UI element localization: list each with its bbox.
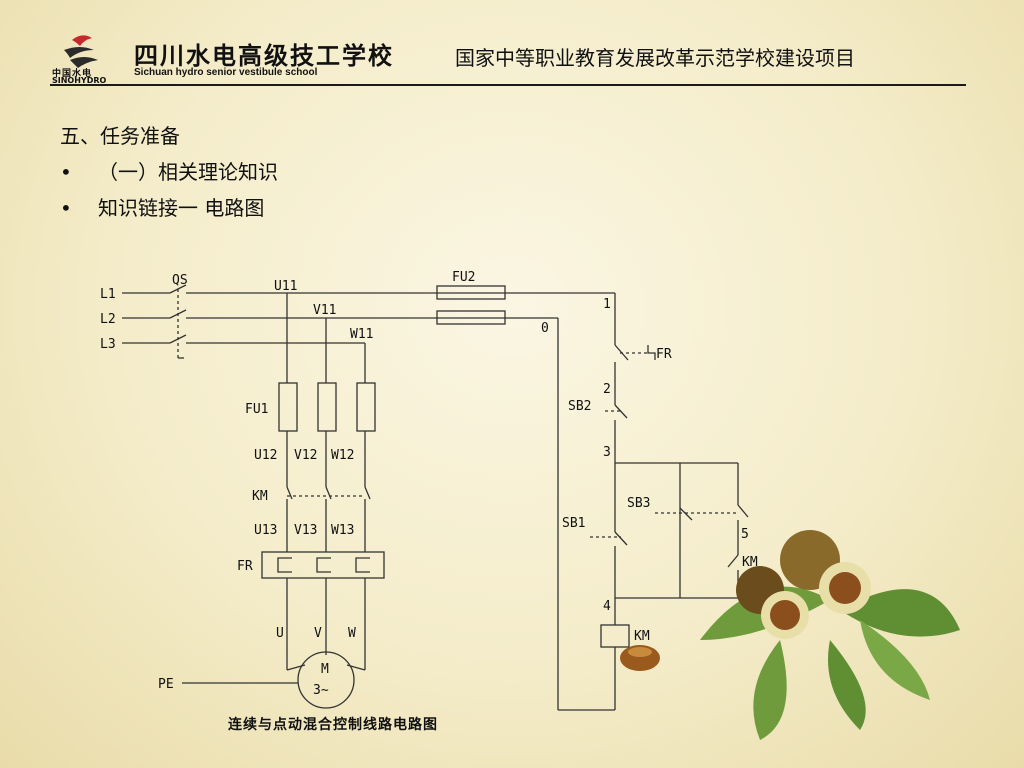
sinohydro-logo-icon	[64, 35, 98, 68]
label-node-4: 4	[603, 599, 611, 614]
label-fr-ctrl: FR	[656, 347, 672, 362]
bullet-icon: •	[60, 160, 72, 184]
label-node-3: 3	[603, 445, 611, 460]
project-title: 国家中等职业教育发展改革示范学校建设项目	[455, 46, 855, 70]
bullet-item: • 知识链接一 电路图	[60, 190, 278, 226]
diagram-caption: 连续与点动混合控制线路电路图	[228, 717, 438, 733]
label-V12: V12	[294, 448, 317, 463]
label-km-aux: KM	[742, 555, 758, 570]
label-U12: U12	[254, 448, 277, 463]
label-U11: U11	[274, 279, 297, 294]
label-node-2: 2	[603, 382, 611, 397]
label-W13: W13	[331, 523, 354, 538]
label-FU2: FU2	[452, 270, 475, 285]
bullet-icon: •	[60, 196, 72, 220]
bullet-item: • （一）相关理论知识	[60, 154, 278, 190]
bullet-text: （一）相关理论知识	[98, 160, 278, 184]
logo-text-en: SINOHYDRO	[52, 76, 107, 85]
header: 中国水电 SINOHYDRO 四川水电高级技工学校 Sichuan hydro …	[0, 0, 1024, 92]
label-motor-3ph: 3~	[313, 683, 329, 698]
label-km-main: KM	[252, 489, 268, 504]
label-L1: L1	[100, 287, 116, 302]
label-V: V	[314, 626, 322, 641]
label-QS: QS	[172, 273, 188, 288]
school-name-en: Sichuan hydro senior vestibule school	[134, 67, 318, 78]
label-U: U	[276, 626, 284, 641]
school-name-cn: 四川水电高级技工学校	[134, 42, 394, 70]
label-SB1: SB1	[562, 516, 585, 531]
diagram-labels: L1 L2 L3 QS U11 V11 W11 FU2 FU1 U12 V12 …	[100, 270, 758, 698]
label-node-5: 5	[741, 527, 749, 542]
label-V11: V11	[313, 303, 336, 318]
label-SB3: SB3	[627, 496, 650, 511]
label-U13: U13	[254, 523, 277, 538]
logo-text-cn: 中国水电	[52, 69, 93, 79]
label-PE: PE	[158, 677, 174, 692]
label-FU1: FU1	[245, 402, 268, 417]
label-L2: L2	[100, 312, 116, 327]
label-motor-M: M	[321, 662, 329, 677]
chestnut-decoration-icon	[620, 530, 960, 740]
wires	[122, 284, 749, 711]
label-W: W	[348, 626, 356, 641]
section-heading: 五、任务准备	[60, 124, 180, 148]
label-V13: V13	[294, 523, 317, 538]
bullet-text: 知识链接一 电路图	[98, 196, 265, 220]
label-fr-main: FR	[237, 559, 253, 574]
label-L3: L3	[100, 337, 116, 352]
slide-content: 五、任务准备 • （一）相关理论知识 • 知识链接一 电路图	[60, 118, 278, 226]
header-rule	[50, 84, 966, 86]
label-W11: W11	[350, 327, 373, 342]
label-W12: W12	[331, 448, 354, 463]
label-node-1: 1	[603, 297, 611, 312]
label-SB2: SB2	[568, 399, 591, 414]
label-node-0: 0	[541, 321, 549, 336]
label-km-coil: KM	[634, 629, 650, 644]
